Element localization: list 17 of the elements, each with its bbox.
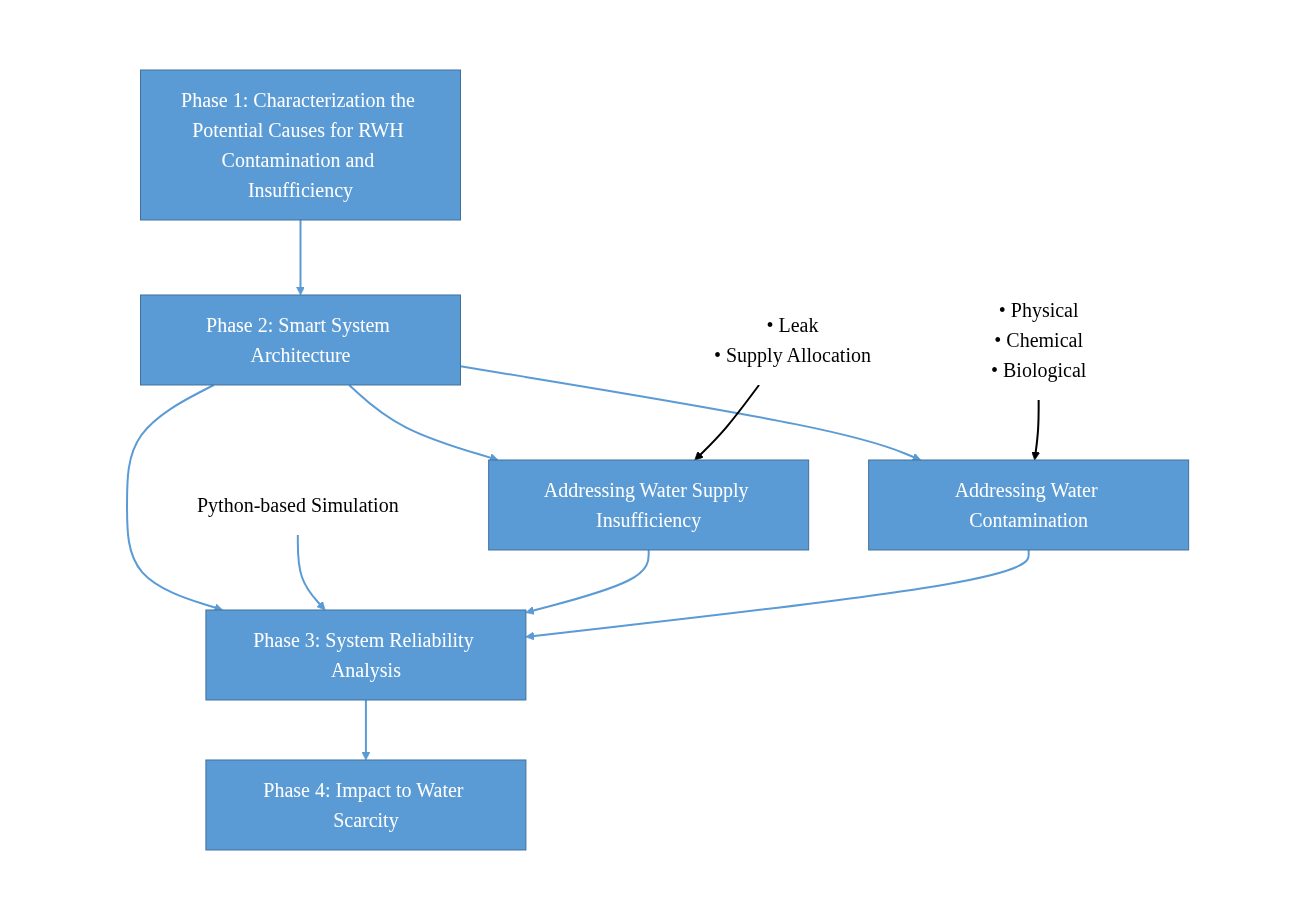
node-box: Phase 3: System Reliability Analysis xyxy=(205,609,527,700)
arrow xyxy=(361,698,370,760)
node-box: Addressing Water Supply Insufficiency xyxy=(487,459,809,550)
node-text: Python-based Simulation xyxy=(196,493,399,516)
arrow xyxy=(525,548,650,615)
node-box: Phase 1: Characterization the Potential Causes for RWH Contamination and Insufficiency xyxy=(139,69,461,220)
node-box: Phase 2: Smart System Architecture xyxy=(139,294,461,385)
arrow xyxy=(295,218,305,295)
arrow xyxy=(694,383,760,460)
node-text: • Leak • Supply Allocation xyxy=(713,313,871,366)
arrow xyxy=(1031,398,1040,460)
node-box: Addressing Water Contamination xyxy=(867,459,1189,550)
node-box: Phase 4: Impact to Water Scarcity xyxy=(205,759,527,850)
arrow xyxy=(459,364,921,461)
node-text: • Physical • Chemical • Biological xyxy=(990,298,1086,381)
arrow xyxy=(296,533,326,610)
arrow xyxy=(525,548,1030,640)
